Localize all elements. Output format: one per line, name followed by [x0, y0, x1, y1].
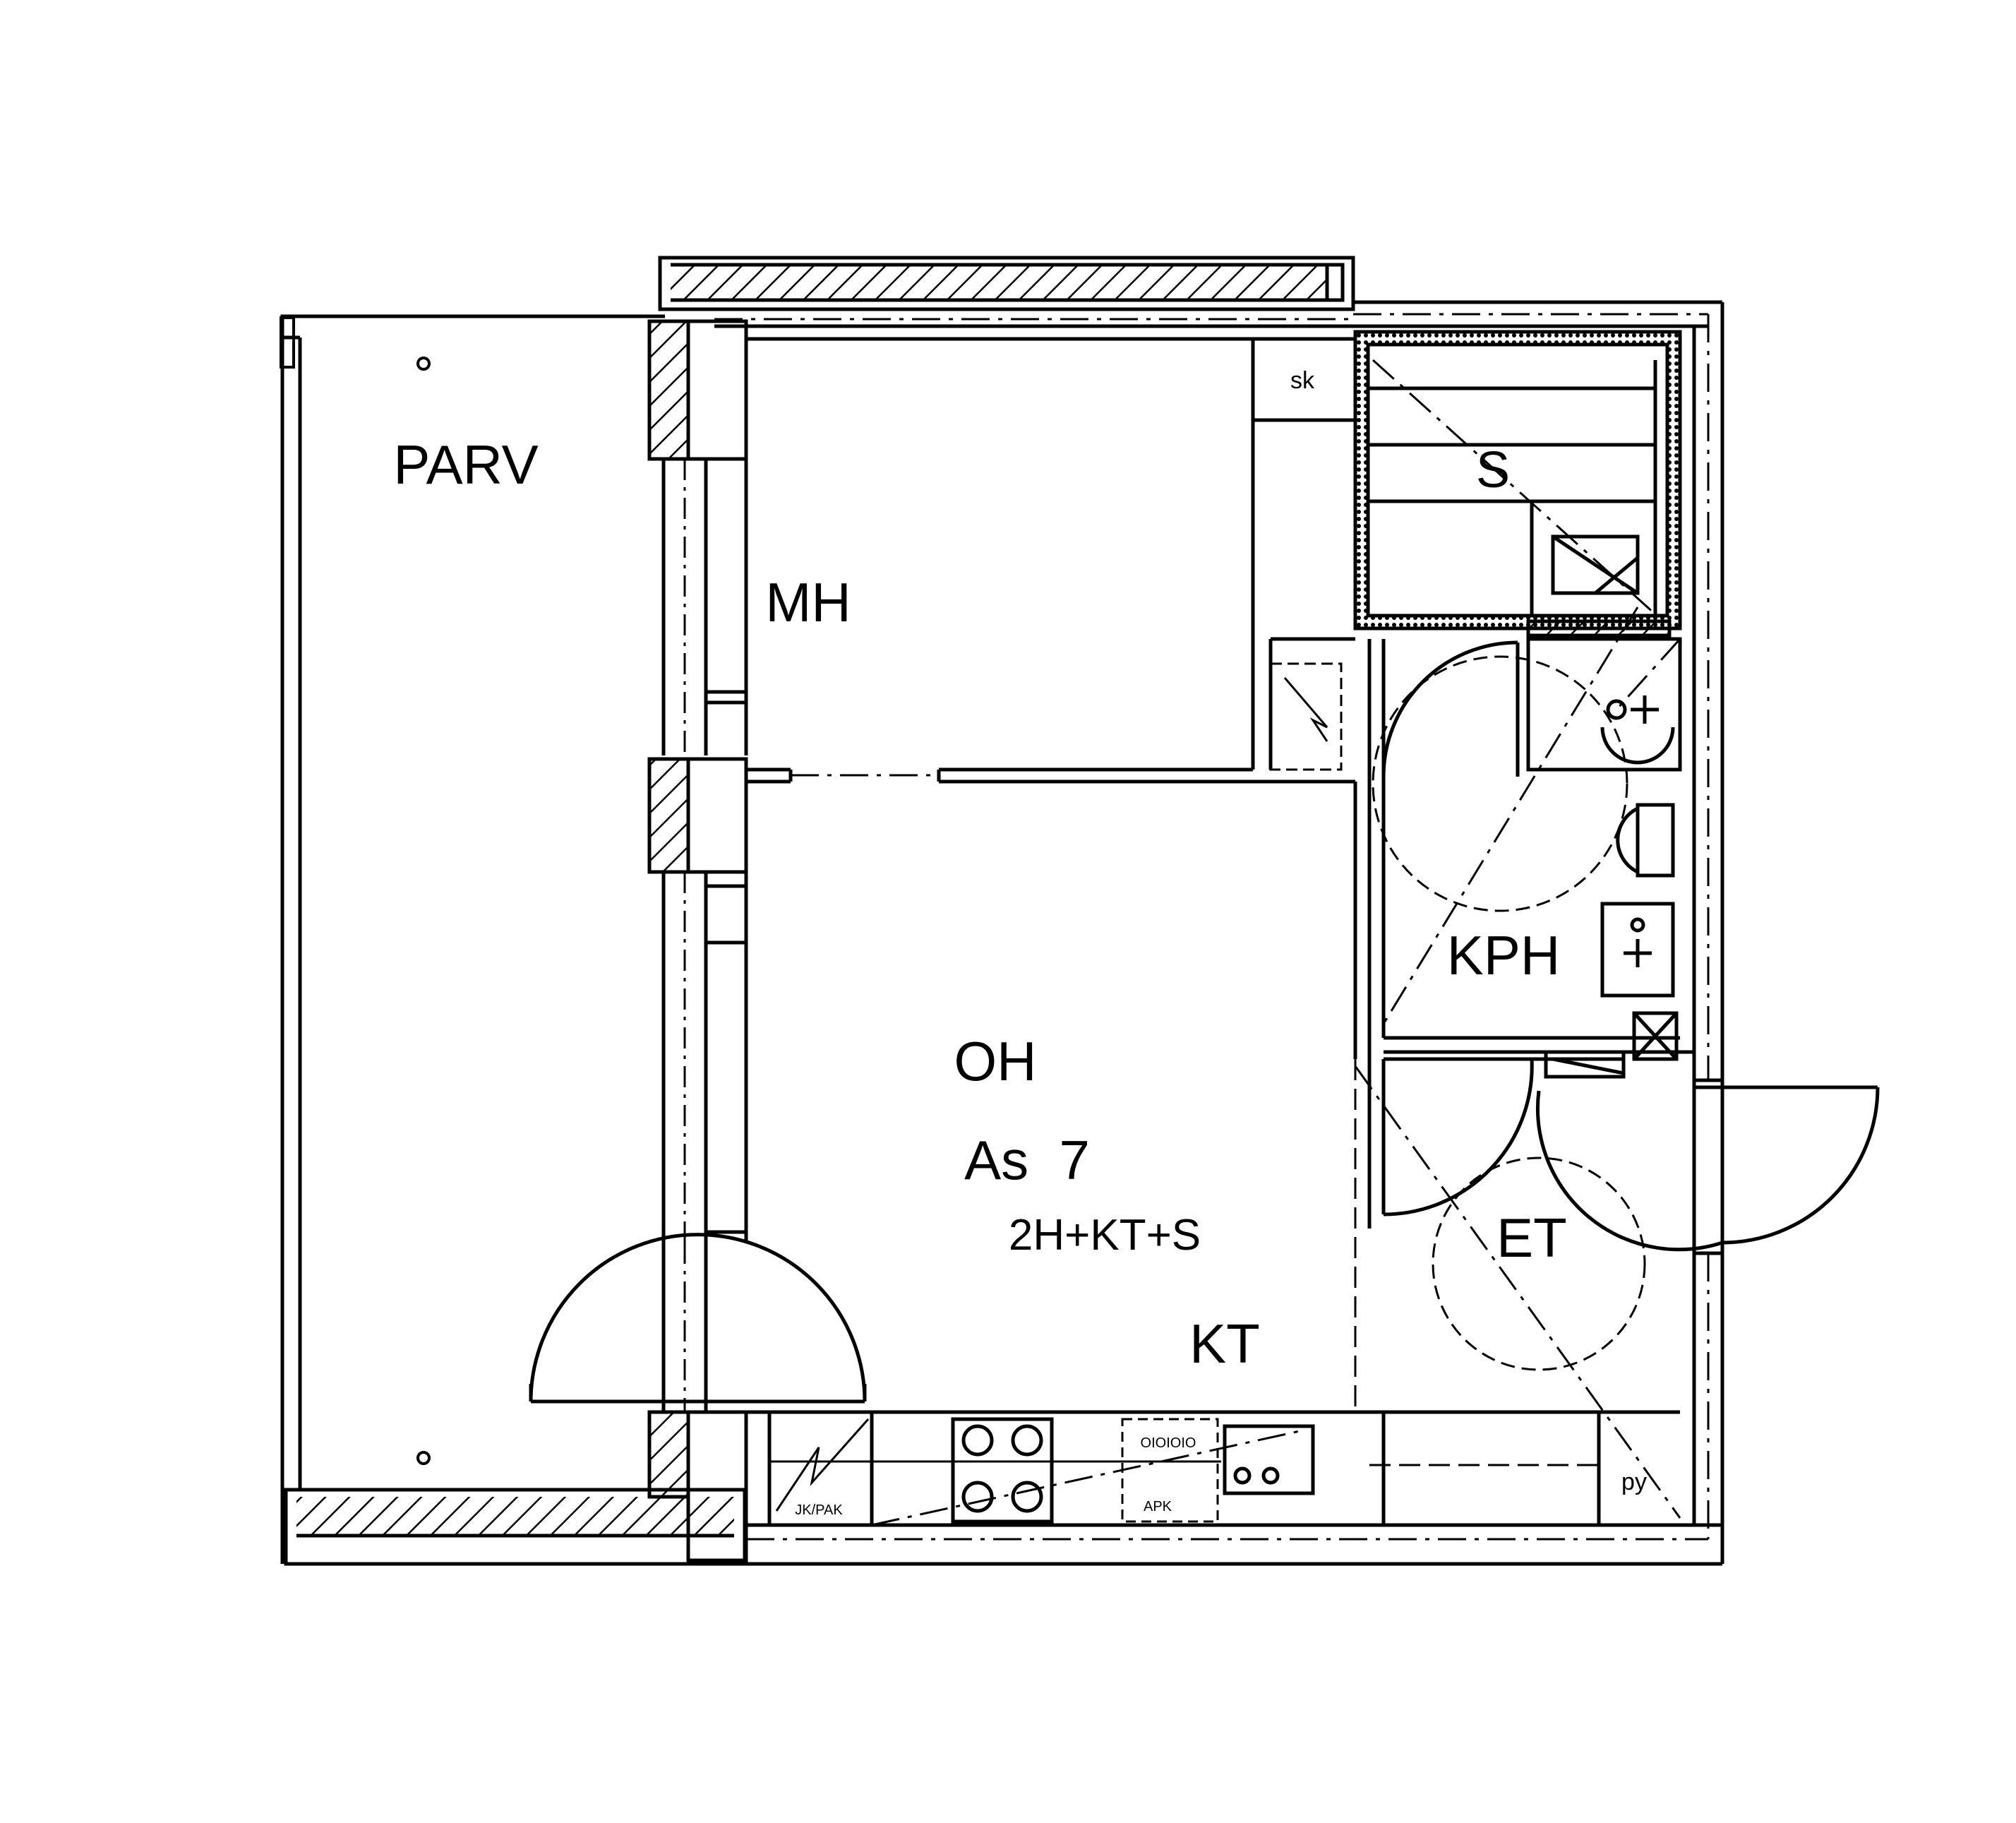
wardrobe-label: py — [1621, 1469, 1647, 1495]
bathroom — [1367, 606, 1694, 1061]
kitchen-counter — [746, 1410, 1369, 1526]
entrance-label: ET — [1496, 1207, 1567, 1269]
bathroom-label: KPH — [1447, 924, 1560, 986]
entrance — [1354, 782, 1880, 1525]
bedroom-walls — [746, 337, 1355, 784]
sauna — [1353, 330, 1682, 638]
closet-label: sk — [1290, 367, 1315, 394]
top-exterior-wall — [658, 256, 1355, 328]
apartment-layout-label: 2H+KT+S — [1009, 1211, 1201, 1260]
oven-units-label: OIOIOIO — [1141, 1435, 1196, 1451]
kitchen-label: KT — [1189, 1313, 1260, 1375]
balcony-label: PARV — [393, 434, 538, 496]
bottom-exterior-wall — [284, 1251, 1724, 1566]
bedroom-label: MH — [765, 571, 851, 633]
sauna-label: S — [1476, 442, 1510, 498]
left-exterior-wall — [647, 319, 748, 1562]
fridge-freezer-label: JK/PAK — [795, 1502, 843, 1518]
dishwasher-label: APK — [1144, 1499, 1172, 1514]
living-room-label: OH — [954, 1030, 1037, 1092]
apartment-number-label: As 7 — [964, 1129, 1090, 1191]
room-labels: PARV MH OH As 7 2H+KT+S KT KPH S ET sk p… — [393, 367, 1647, 1518]
balcony-outline — [280, 314, 665, 1564]
top-right-wall — [1353, 300, 1724, 1080]
balcony-door — [529, 1233, 867, 1404]
